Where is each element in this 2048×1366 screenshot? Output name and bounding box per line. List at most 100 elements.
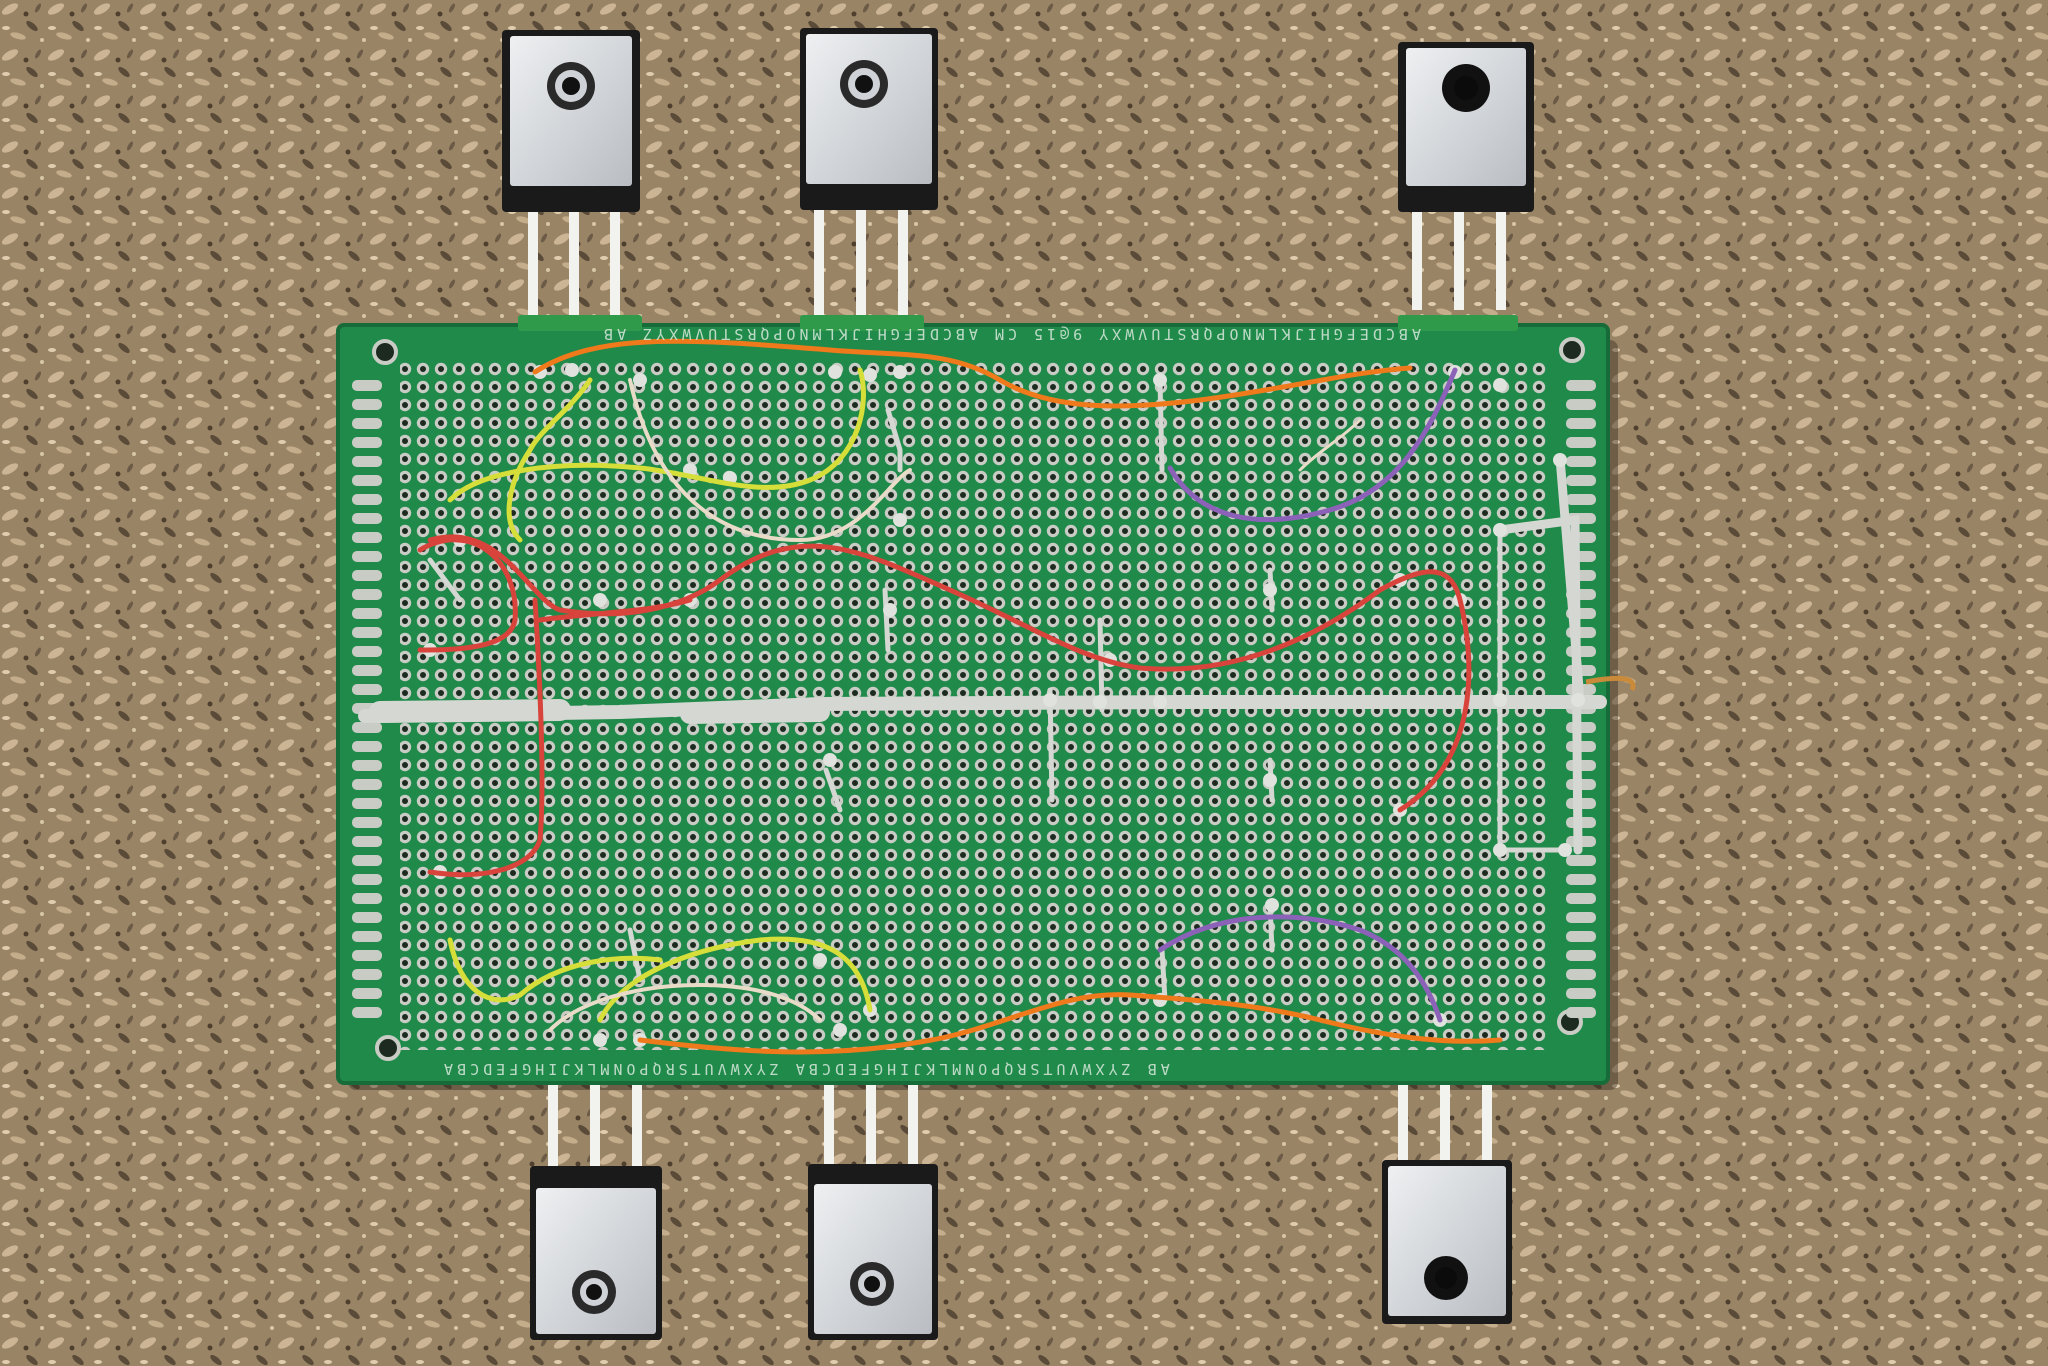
edge-pad-left bbox=[352, 912, 382, 923]
solder-joint bbox=[1553, 453, 1567, 467]
edge-pad-left bbox=[352, 646, 382, 657]
solder-joint bbox=[1571, 693, 1585, 707]
screw-terminals bbox=[518, 315, 1518, 331]
solder-joint bbox=[813, 953, 827, 967]
transistor-top-right bbox=[1398, 42, 1534, 310]
wire-red-short bbox=[537, 597, 693, 623]
edge-pad-right bbox=[1566, 1007, 1596, 1018]
wire-purple-bottom bbox=[1157, 914, 1443, 1023]
edge-pad-left bbox=[352, 513, 382, 524]
solder-joint bbox=[893, 513, 907, 527]
edge-pad-left bbox=[352, 437, 382, 448]
edge-pad-left bbox=[352, 684, 382, 695]
edge-pad-left bbox=[352, 589, 382, 600]
solder-joint bbox=[883, 603, 897, 617]
solder-joint bbox=[828, 365, 842, 379]
edge-pad-left bbox=[352, 456, 382, 467]
silkscreen-bottom-row: AB ZYXWVUTSRQPONMLKJIHGFEDCBA ZYXWVUTSRQ… bbox=[440, 1060, 1170, 1078]
edge-pad-left bbox=[352, 551, 382, 562]
solder-joint bbox=[1093, 695, 1107, 709]
edge-pad-left bbox=[352, 608, 382, 619]
edge-pad-right bbox=[1566, 456, 1596, 467]
edge-pad-right bbox=[1566, 855, 1596, 866]
edge-pad-left bbox=[352, 969, 382, 980]
solder-joint bbox=[1558, 843, 1572, 857]
edge-pad-left bbox=[352, 798, 382, 809]
solder-joint bbox=[823, 753, 837, 767]
wire-white-top bbox=[628, 378, 912, 543]
transistor-bottom-middle bbox=[808, 1060, 938, 1340]
wire-red-vertical bbox=[427, 597, 545, 878]
edge-pad-left bbox=[352, 627, 382, 638]
edge-pad-left bbox=[352, 855, 382, 866]
edge-pad-left bbox=[352, 988, 382, 999]
edge-pad-left bbox=[352, 874, 382, 885]
solder-joint bbox=[1263, 583, 1277, 597]
edge-pad-right bbox=[1566, 399, 1596, 410]
solder-joint bbox=[1265, 898, 1279, 912]
silkscreen-top-row: ABCDEFGHIJKLMNOPQRSTUVWXY 9@15 CM ABCDEF… bbox=[600, 325, 1421, 343]
edge-pad-right bbox=[1566, 931, 1596, 942]
solder-traces bbox=[358, 377, 1607, 1003]
edge-pad-right bbox=[1566, 912, 1596, 923]
edge-pad-left bbox=[352, 760, 382, 771]
edge-pad-left bbox=[352, 931, 382, 942]
solder-joint bbox=[593, 1033, 607, 1047]
copper-lead bbox=[1585, 675, 1636, 692]
solder-joint bbox=[1153, 695, 1167, 709]
solder-joint bbox=[1493, 693, 1507, 707]
edge-pad-left bbox=[352, 494, 382, 505]
edge-pad-left bbox=[352, 399, 382, 410]
edge-pad-right bbox=[1566, 969, 1596, 980]
solder-joint bbox=[1493, 523, 1507, 537]
edge-pad-left bbox=[352, 779, 382, 790]
wire-orange-top bbox=[532, 338, 1413, 409]
edge-pad-right bbox=[1566, 437, 1596, 448]
edge-pad-left bbox=[352, 722, 382, 733]
solder-joint bbox=[1493, 843, 1507, 857]
solder-joint bbox=[1493, 378, 1507, 392]
edge-pad-left bbox=[352, 418, 382, 429]
edge-pad-left bbox=[352, 741, 382, 752]
wire-yellow-top-b bbox=[506, 377, 593, 543]
transistor-top-middle bbox=[800, 28, 938, 317]
edge-pad-right bbox=[1566, 418, 1596, 429]
wire-yellow-bottom-a bbox=[447, 937, 663, 1003]
solder-joint bbox=[593, 593, 607, 607]
edge-pad-right bbox=[1566, 874, 1596, 885]
solder-joint bbox=[633, 373, 647, 387]
wire-orange-bottom bbox=[637, 992, 1503, 1055]
edge-pad-right bbox=[1566, 950, 1596, 961]
edge-pad-left bbox=[352, 817, 382, 828]
edge-pad-left bbox=[352, 950, 382, 961]
solder-joint bbox=[1153, 373, 1167, 387]
edge-pad-left bbox=[352, 475, 382, 486]
edge-pad-left bbox=[352, 570, 382, 581]
wires bbox=[417, 338, 1503, 1055]
solder-joint bbox=[565, 363, 579, 377]
solder-joint bbox=[893, 365, 907, 379]
edge-pad-right bbox=[1566, 475, 1596, 486]
wire-red-left bbox=[417, 537, 518, 653]
edge-pad-right bbox=[1566, 494, 1596, 505]
wire-white-right bbox=[1298, 418, 1362, 472]
edge-pad-left bbox=[352, 665, 382, 676]
edge-pad-left bbox=[352, 893, 382, 904]
solder-joint bbox=[1263, 773, 1277, 787]
edge-pad-left bbox=[352, 380, 382, 391]
wire-purple-top bbox=[1167, 367, 1458, 523]
solder-joint bbox=[833, 1023, 847, 1037]
wire-yellow-bottom-b bbox=[597, 936, 873, 1023]
transistor-top-left bbox=[502, 30, 640, 315]
wire-white-bottom bbox=[548, 982, 822, 1032]
edge-pad-left bbox=[352, 836, 382, 847]
solder-joint bbox=[863, 368, 877, 382]
edge-pad-left bbox=[352, 1007, 382, 1018]
edge-pad-right bbox=[1566, 646, 1596, 657]
solder-joint bbox=[1043, 693, 1057, 707]
edge-pad-left bbox=[352, 532, 382, 543]
transistor-bottom-left bbox=[530, 1060, 662, 1340]
transistor-bottom-right bbox=[1382, 1060, 1512, 1324]
edge-pad-right bbox=[1566, 380, 1596, 391]
